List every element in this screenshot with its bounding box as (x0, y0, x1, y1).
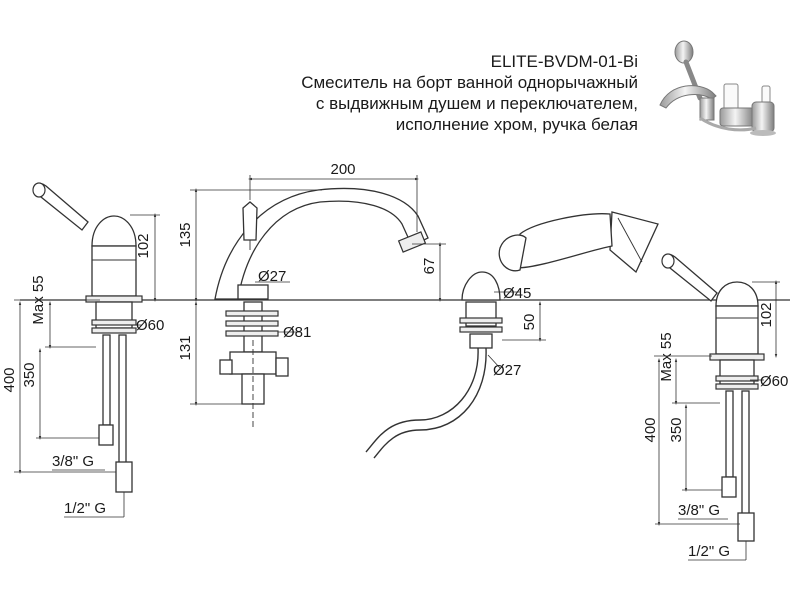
left-thread-small-label: 3/8" G (52, 453, 94, 470)
description-line-2: с выдвижным душем и переключателем, (315, 94, 638, 113)
spout (214, 187, 429, 430)
left-handle-height-label: 102 (135, 233, 152, 258)
right-length-hose-label: 350 (668, 417, 685, 442)
left-lever-valve (32, 182, 143, 493)
right-dia-label: Ø60 (760, 373, 788, 390)
right-lever-valve (661, 253, 765, 542)
right-handle-height-label: 102 (758, 302, 775, 327)
right-thread-large-label: 1/2" G (688, 543, 730, 560)
shower-holder-dia-label: Ø45 (503, 285, 531, 302)
shower-below-deck-label: 50 (521, 314, 538, 331)
right-max-deck-label: Max 55 (658, 332, 675, 381)
spout-flange-dia-label: Ø81 (283, 324, 311, 341)
left-length-hose-label: 350 (21, 362, 38, 387)
right-length-total-label: 400 (642, 417, 659, 442)
shower-hose-dia-label: Ø27 (493, 362, 521, 379)
spout-below-deck-label: 131 (177, 335, 194, 360)
description-line-1: Смеситель на борт ванной однорычажный (301, 73, 638, 92)
faucet-product-photo (659, 40, 776, 136)
description-line-3: исполнение хром, ручка белая (395, 115, 638, 134)
spout-base-dia-label: Ø27 (258, 268, 286, 285)
right-thread-small-label: 3/8" G (678, 502, 720, 519)
hand-shower (365, 211, 659, 459)
left-dia-label: Ø60 (136, 317, 164, 334)
left-length-total-label: 400 (1, 367, 18, 392)
spout-reach-label: 200 (330, 161, 355, 178)
spout-height-label: 135 (177, 222, 194, 247)
spout-outlet-height-label: 67 (421, 258, 438, 275)
left-thread-large-label: 1/2" G (64, 500, 106, 517)
product-code: ELITE-BVDM-01-Bi (490, 52, 638, 71)
